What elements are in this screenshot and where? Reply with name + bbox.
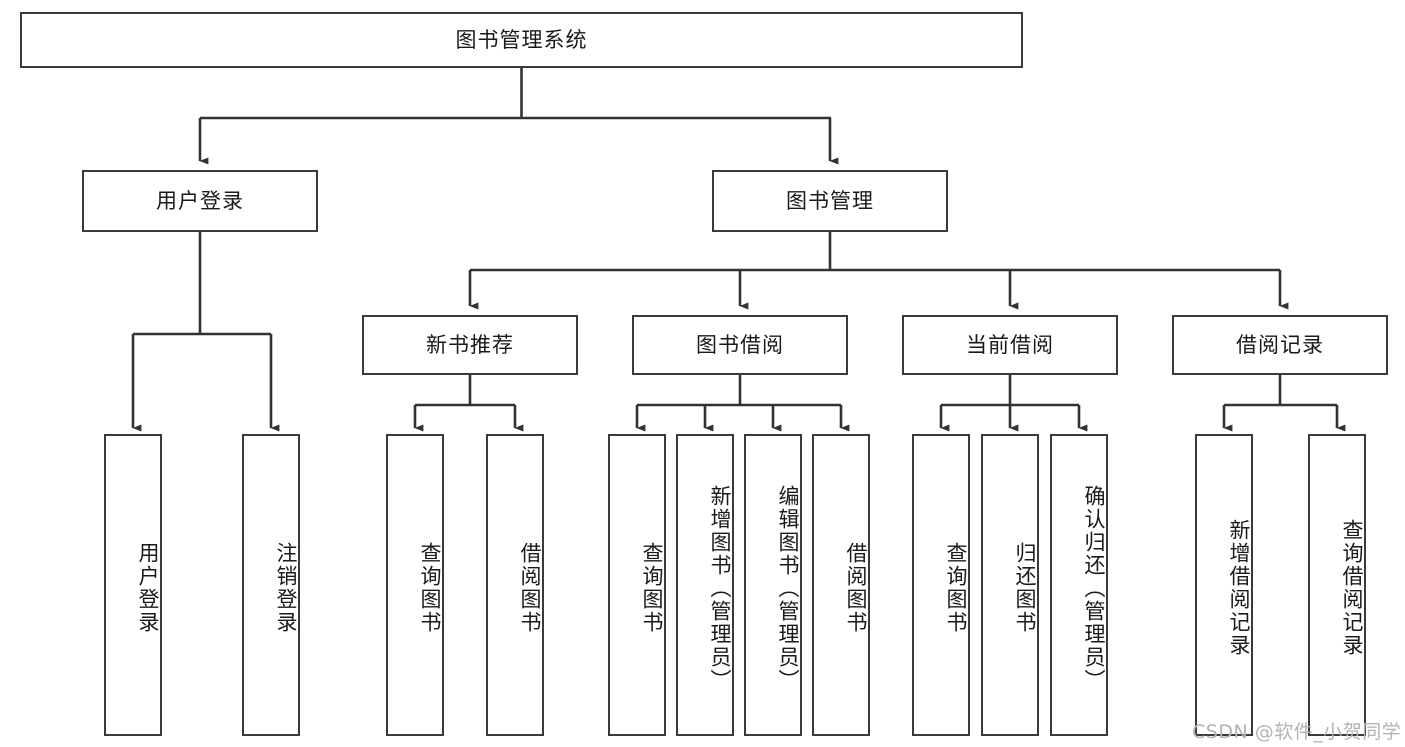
node-leaf-add-book-admin[interactable]: 新增图书（管理员） bbox=[676, 434, 734, 736]
node-leaf-borrow-book-label: 借阅图书 bbox=[844, 542, 868, 634]
node-book-borrow-label: 图书借阅 bbox=[696, 332, 784, 357]
node-book-manage-label: 图书管理 bbox=[786, 188, 874, 213]
node-leaf-confirm-return-admin-label: 确认归还（管理员） bbox=[1082, 484, 1106, 692]
node-leaf-logout-label: 注销登录 bbox=[274, 542, 298, 634]
node-current-borrow[interactable]: 当前借阅 bbox=[902, 315, 1118, 375]
node-leaf-rec-borrow-book-label: 借阅图书 bbox=[518, 542, 542, 634]
node-leaf-cur-query-book-label: 查询图书 bbox=[944, 542, 968, 634]
node-user-login[interactable]: 用户登录 bbox=[82, 170, 318, 232]
node-leaf-confirm-return-admin[interactable]: 确认归还（管理员） bbox=[1050, 434, 1108, 736]
node-root-label: 图书管理系统 bbox=[455, 27, 588, 52]
node-leaf-logout[interactable]: 注销登录 bbox=[242, 434, 300, 736]
node-book-manage[interactable]: 图书管理 bbox=[712, 170, 948, 232]
node-book-borrow[interactable]: 图书借阅 bbox=[632, 315, 848, 375]
node-leaf-add-book-admin-label: 新增图书（管理员） bbox=[708, 484, 732, 692]
node-leaf-return-book-label: 归还图书 bbox=[1013, 542, 1037, 634]
node-root[interactable]: 图书管理系统 bbox=[20, 12, 1023, 68]
node-leaf-return-book[interactable]: 归还图书 bbox=[981, 434, 1039, 736]
node-leaf-cur-query-book[interactable]: 查询图书 bbox=[912, 434, 970, 736]
node-leaf-user-login[interactable]: 用户登录 bbox=[104, 434, 162, 736]
node-leaf-edit-book-admin[interactable]: 编辑图书（管理员） bbox=[744, 434, 802, 736]
node-leaf-rec-borrow-book[interactable]: 借阅图书 bbox=[486, 434, 544, 736]
node-leaf-borrow-query-book-label: 查询图书 bbox=[640, 542, 664, 634]
node-leaf-user-login-label: 用户登录 bbox=[136, 542, 160, 634]
node-leaf-add-record[interactable]: 新增借阅记录 bbox=[1195, 434, 1253, 736]
node-leaf-borrow-query-book[interactable]: 查询图书 bbox=[608, 434, 666, 736]
node-new-book-rec-label: 新书推荐 bbox=[426, 332, 514, 357]
node-borrow-record[interactable]: 借阅记录 bbox=[1172, 315, 1388, 375]
csdn-watermark: CSDN @软件_小贺同学 bbox=[1192, 721, 1402, 743]
node-leaf-add-record-label: 新增借阅记录 bbox=[1227, 519, 1251, 657]
node-borrow-record-label: 借阅记录 bbox=[1236, 332, 1324, 357]
node-user-login-label: 用户登录 bbox=[156, 188, 244, 213]
node-new-book-rec[interactable]: 新书推荐 bbox=[362, 315, 578, 375]
node-leaf-rec-query-book[interactable]: 查询图书 bbox=[386, 434, 444, 736]
node-current-borrow-label: 当前借阅 bbox=[966, 332, 1054, 357]
node-leaf-edit-book-admin-label: 编辑图书（管理员） bbox=[776, 484, 800, 692]
node-leaf-query-record-label: 查询借阅记录 bbox=[1340, 519, 1364, 657]
node-leaf-rec-query-book-label: 查询图书 bbox=[418, 542, 442, 634]
node-leaf-borrow-book[interactable]: 借阅图书 bbox=[812, 434, 870, 736]
node-leaf-query-record[interactable]: 查询借阅记录 bbox=[1308, 434, 1366, 736]
